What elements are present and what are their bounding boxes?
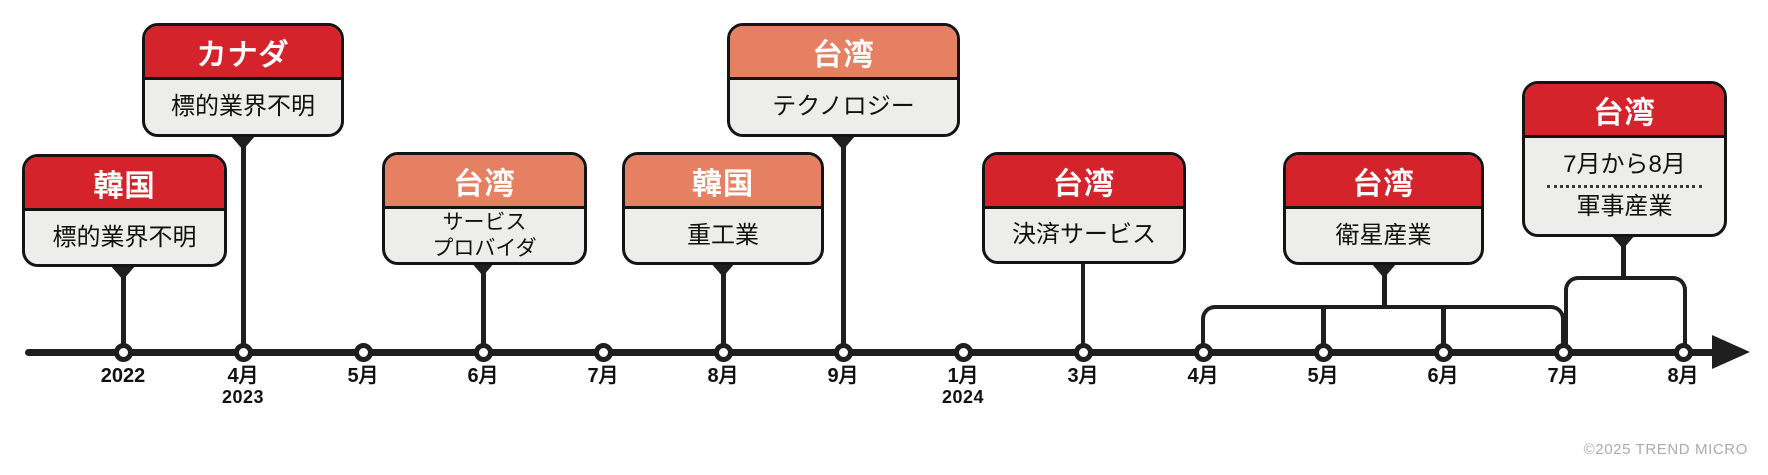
- event-industry-label: 決済サービス: [1012, 221, 1156, 248]
- event-card-korea-2022: 韓国 標的業界不明: [22, 154, 227, 267]
- tick-label: 4月: [1187, 365, 1219, 387]
- tick-label: 9月: [827, 365, 859, 387]
- event-country-label: 韓国: [93, 169, 156, 203]
- tick-marker: [114, 343, 133, 362]
- event-card-header: 台湾: [985, 155, 1183, 209]
- tick-marker: [1074, 343, 1093, 362]
- connector-line: [721, 263, 726, 352]
- event-card-korea-heavy-industry: 韓国 重工業: [622, 152, 824, 265]
- event-country-label: 台湾: [1352, 167, 1415, 201]
- connector-line: [241, 135, 246, 352]
- pointer-triangle-icon: [830, 135, 856, 150]
- tick-marker: [714, 343, 733, 362]
- connector-line: [481, 262, 486, 352]
- connector-line: [1621, 235, 1626, 280]
- tick-marker: [594, 343, 613, 362]
- tick-label: 7月: [1547, 365, 1579, 387]
- event-industry-label: サービス: [442, 210, 527, 234]
- pointer-triangle-icon: [1371, 263, 1397, 278]
- pointer-triangle-icon: [1610, 234, 1636, 249]
- event-card-taiwan-technology: 台湾 テクノロジー: [727, 23, 960, 137]
- tick-label: 6月: [1427, 365, 1459, 387]
- pointer-triangle-icon: [230, 135, 256, 150]
- tick-label: 3月: [1067, 365, 1099, 387]
- event-country-label: 台湾: [812, 38, 875, 72]
- pointer-triangle-icon: [710, 262, 736, 277]
- tick-label: 7月: [587, 365, 619, 387]
- event-card-canada: カナダ 標的業界不明: [142, 23, 344, 137]
- timeline-axis: [25, 349, 1717, 356]
- event-card-taiwan-payment: 台湾 決済サービス: [982, 152, 1186, 264]
- event-card-header: 韓国: [625, 155, 821, 209]
- event-country-label: 台湾: [1593, 96, 1656, 130]
- tick-marker: [1674, 343, 1693, 362]
- tick-marker: [954, 343, 973, 362]
- tick-label: 2022: [100, 365, 146, 387]
- event-industry-label: 重工業: [687, 221, 759, 249]
- event-card-taiwan-service-provider: 台湾 サービス プロバイダ: [382, 152, 587, 265]
- connector-line: [1081, 261, 1085, 352]
- event-country-label: 台湾: [453, 167, 516, 201]
- event-country-label: 韓国: [692, 167, 754, 201]
- event-country-label: 台湾: [1053, 167, 1115, 201]
- event-industry-label: 標的業界不明: [52, 223, 197, 251]
- event-industry-label: 標的業界不明: [171, 93, 315, 120]
- tick-marker: [354, 343, 373, 362]
- connector-line: [121, 265, 126, 352]
- event-card-header: カナダ: [145, 26, 341, 80]
- copyright-notice: ©2025 TREND MICRO: [1583, 441, 1748, 458]
- event-card-taiwan-military: 台湾 7月から8月 軍事産業: [1522, 81, 1727, 237]
- bracket-drop-line: [1321, 307, 1326, 352]
- tick-label: 6月: [467, 365, 499, 387]
- connector-line: [1382, 264, 1387, 309]
- tick-label: 5月: [347, 365, 379, 387]
- tick-marker: [474, 343, 493, 362]
- event-date-range-label: 7月から8月: [1563, 151, 1686, 178]
- event-country-label: カナダ: [196, 38, 290, 72]
- tick-label: 8月: [1667, 365, 1699, 387]
- tick-marker: [1554, 343, 1573, 362]
- dotted-divider: [1546, 185, 1703, 188]
- timeline-arrow-icon: [1712, 335, 1750, 369]
- tick-marker: [1434, 343, 1453, 362]
- event-card-header: 台湾: [730, 26, 957, 80]
- event-card-header: 台湾: [1525, 84, 1724, 138]
- tick-label: 8月: [707, 365, 739, 387]
- event-card-header: 台湾: [385, 155, 584, 209]
- event-card-header: 韓国: [25, 157, 224, 211]
- event-industry-label: プロバイダ: [432, 236, 537, 260]
- tick-marker: [234, 343, 253, 362]
- range-bracket-jul-aug: [1564, 276, 1687, 352]
- event-card-taiwan-satellite: 台湾 衛星産業: [1283, 152, 1484, 265]
- event-card-header: 台湾: [1286, 155, 1481, 209]
- event-industry-label: 軍事産業: [1576, 193, 1673, 220]
- tick-marker: [1194, 343, 1213, 362]
- connector-line: [841, 135, 846, 352]
- pointer-triangle-icon: [110, 265, 136, 280]
- event-industry-label: テクノロジー: [772, 93, 915, 120]
- range-bracket-apr-jul: [1201, 305, 1565, 352]
- bracket-drop-line: [1441, 307, 1446, 352]
- tick-marker: [834, 343, 853, 362]
- event-industry-label: 衛星産業: [1335, 221, 1432, 249]
- tick-label: 5月: [1307, 365, 1339, 387]
- tick-marker: [1314, 343, 1333, 362]
